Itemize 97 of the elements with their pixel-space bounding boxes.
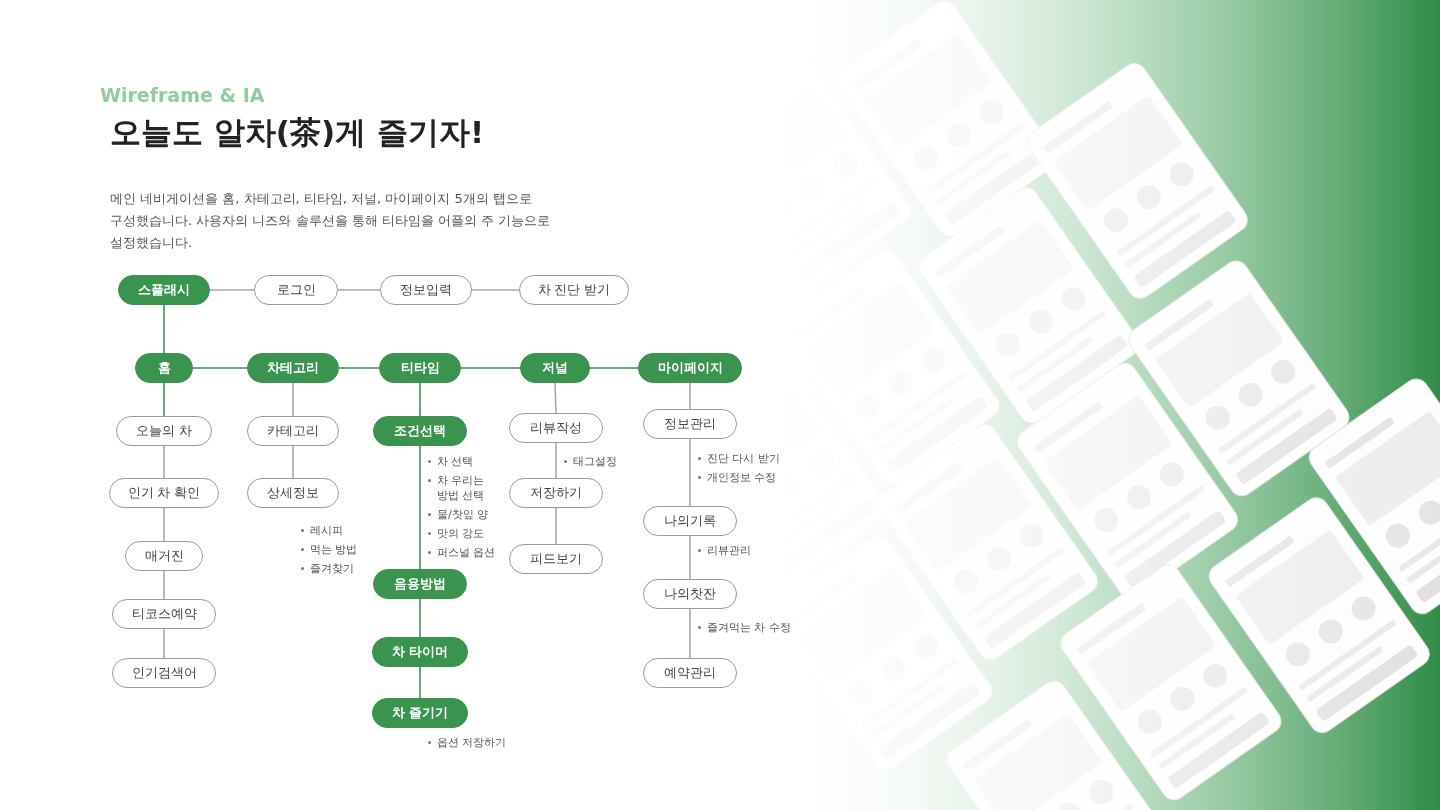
feature-note: 즐겨찾기 <box>310 561 355 576</box>
node-label: 나의기록 <box>664 512 716 530</box>
screen-pill <box>380 275 472 305</box>
connector-line <box>163 507 165 542</box>
node-label: 티타임 <box>400 359 440 377</box>
connector-line <box>338 367 380 369</box>
screen-pill <box>247 416 339 446</box>
connector-line <box>163 570 165 600</box>
node-label: 음용방법 <box>394 575 446 593</box>
screen-pill <box>509 478 603 508</box>
screen-pill <box>643 579 737 609</box>
node-label: 정보입력 <box>400 281 452 299</box>
screen-pill <box>116 416 212 446</box>
node-label: 차 즐기기 <box>391 704 449 722</box>
main-tab-pill <box>247 353 339 383</box>
feature-note: 차 선택 <box>437 454 475 469</box>
connector-line <box>192 367 248 369</box>
section-kicker: Wireframe & IA <box>100 84 265 106</box>
node-label: 차 타이머 <box>391 643 449 661</box>
node-label: 차 진단 받기 <box>537 281 611 299</box>
feature-note: 개인정보 수정 <box>707 470 778 485</box>
connector-line <box>689 438 691 507</box>
feature-note: 레시피 <box>310 523 344 538</box>
screen-pill <box>254 275 338 305</box>
screen-pill <box>112 599 216 629</box>
connector-line <box>419 382 421 417</box>
node-label: 나의찻잔 <box>664 585 716 603</box>
node-label: 저널 <box>542 359 568 377</box>
screen-pill <box>125 541 203 571</box>
node-label: 마이페이지 <box>657 359 723 377</box>
main-tab-pill <box>373 416 467 446</box>
node-label: 조건선택 <box>394 422 446 440</box>
connector-line <box>471 289 520 291</box>
main-tab-pill <box>118 275 210 305</box>
feature-note: 차 우리는 방법 선택 <box>437 473 486 503</box>
main-tab-pill <box>373 569 467 599</box>
screen-pill <box>509 413 603 443</box>
main-tab-pill <box>379 353 461 383</box>
connector-line <box>589 367 639 369</box>
screen-pill <box>643 658 737 688</box>
feature-note: 태그설정 <box>573 454 618 469</box>
page-title: 오늘도 알차(茶)게 즐기자! <box>110 113 485 152</box>
node-label: 티코스예약 <box>131 605 197 623</box>
main-tab-pill <box>372 637 468 667</box>
main-tab-pill <box>520 353 590 383</box>
node-label: 인기검색어 <box>131 664 197 682</box>
connector-line <box>337 289 381 291</box>
connector-line <box>163 445 165 479</box>
connector-line <box>419 598 421 638</box>
screen-pill <box>112 658 216 688</box>
screen-pill <box>643 409 737 439</box>
description-text: 메인 네비게이션을 홈, 차테고리, 티타임, 저널, 마이페이지 5개의 탭으로 구성했습니다. 사용자의 니즈와 솔루션을 통해 티타임을 어플의 주 기능으로 설정했습니다. <box>110 190 552 252</box>
node-label: 차테고리 <box>267 359 319 377</box>
connector-line <box>555 442 557 479</box>
node-label: 매거진 <box>144 547 184 565</box>
connector-line <box>292 445 294 479</box>
node-label: 오늘의 차 <box>136 422 192 440</box>
node-label: 인기 차 확인 <box>127 484 201 502</box>
screen-pill <box>109 478 219 508</box>
node-label: 스플래시 <box>138 281 190 299</box>
screen-pill <box>643 506 737 536</box>
feature-note: 즐겨먹는 차 수정 <box>707 620 792 635</box>
main-tab-pill <box>638 353 742 383</box>
feature-note: 물/찻잎 양 <box>437 507 490 522</box>
feature-note: 맛의 강도 <box>437 526 486 541</box>
connector-line <box>209 289 255 291</box>
node-label: 카테고리 <box>267 422 319 440</box>
connector-line <box>163 628 165 659</box>
connector-line <box>555 507 557 545</box>
node-label: 홈 <box>157 359 171 377</box>
connector-line <box>554 382 557 414</box>
main-tab-pill <box>135 353 193 383</box>
feature-note: 옵션 저장하기 <box>437 735 508 750</box>
node-label: 리뷰작성 <box>530 419 582 437</box>
screen-pill <box>519 275 629 305</box>
node-label: 정보관리 <box>664 415 716 433</box>
feature-note: 리뷰관리 <box>707 543 752 558</box>
node-label: 로그인 <box>276 281 316 299</box>
main-tab-pill <box>372 698 468 728</box>
connector-line <box>419 445 421 570</box>
screen-pill <box>509 544 603 574</box>
connector-line <box>689 382 691 410</box>
feature-note: 퍼스널 옵션 <box>437 545 497 560</box>
node-label: 상세정보 <box>267 484 319 502</box>
node-label: 예약관리 <box>664 664 716 682</box>
connector-line <box>163 304 165 354</box>
node-label: 피드보기 <box>530 550 582 568</box>
connector-line <box>163 382 165 417</box>
connector-line <box>460 367 521 369</box>
node-label: 저장하기 <box>530 484 582 502</box>
feature-note: 진단 다시 받기 <box>707 451 781 466</box>
connector-line <box>689 535 691 580</box>
connector-line <box>292 382 294 417</box>
feature-note: 먹는 방법 <box>310 542 359 557</box>
connector-line <box>419 666 421 699</box>
screen-pill <box>247 478 339 508</box>
connector-line <box>689 608 691 659</box>
